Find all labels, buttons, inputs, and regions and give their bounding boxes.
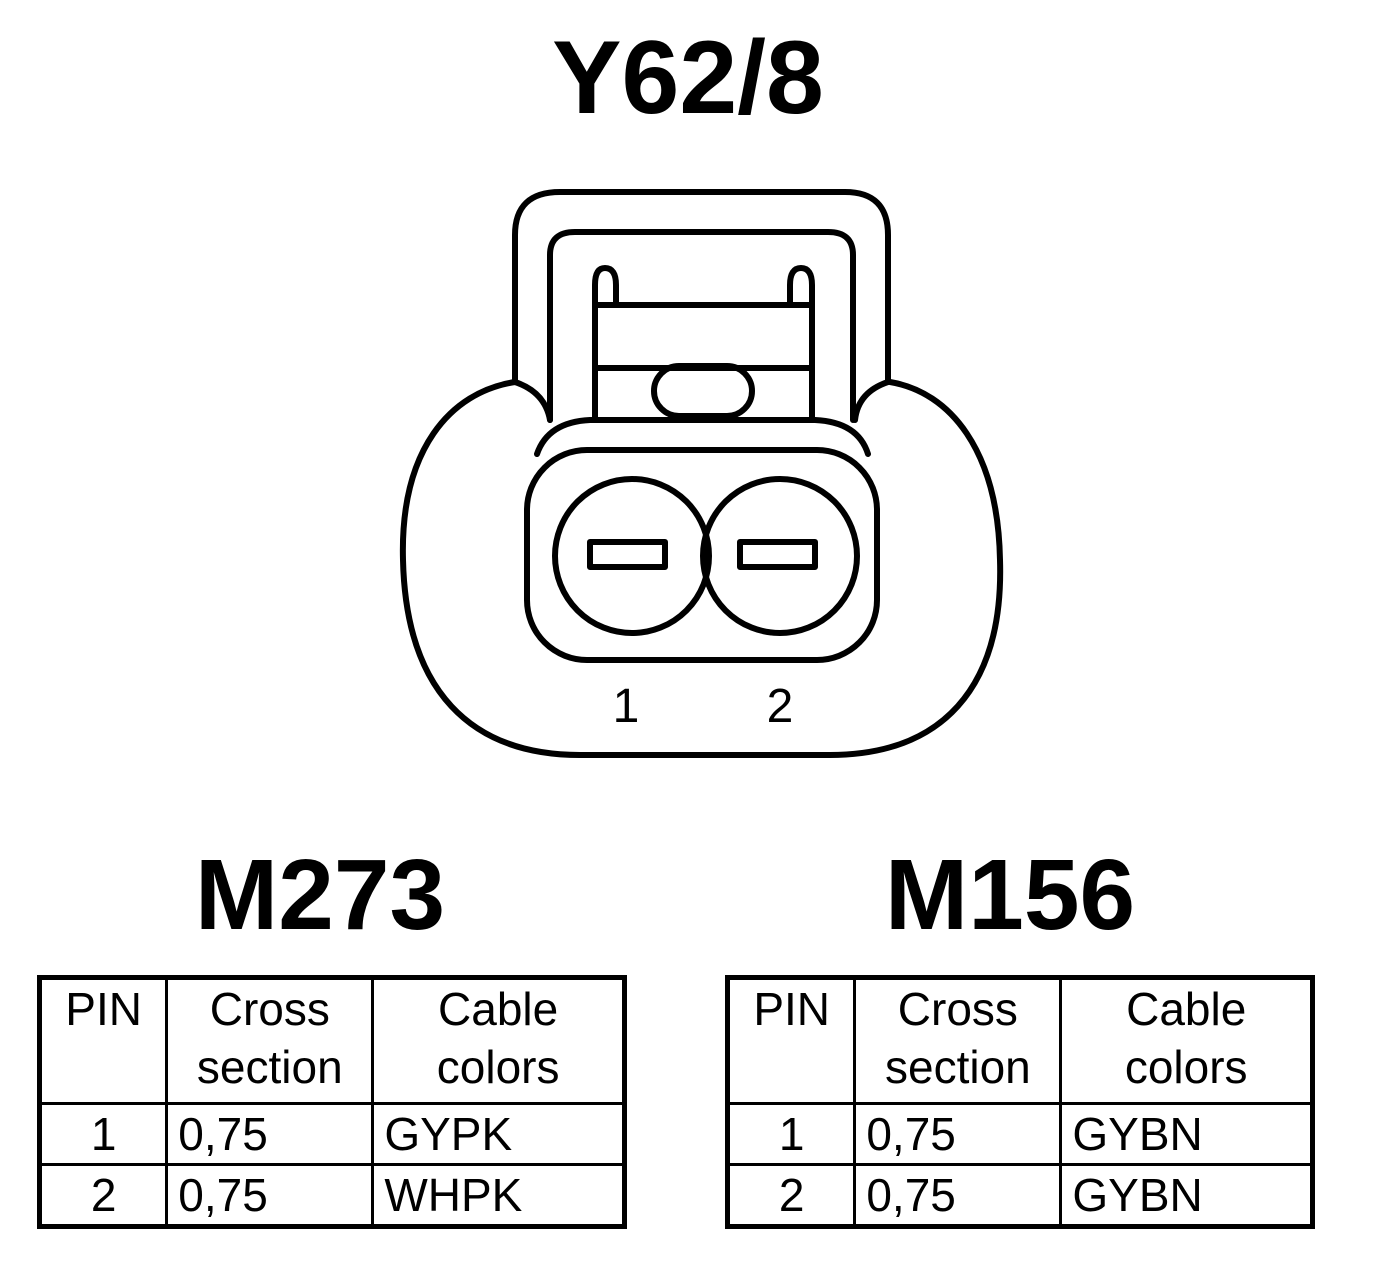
latch-button <box>651 363 755 419</box>
cell-pin: 2 <box>37 1163 169 1228</box>
table-header-row: PIN Cross section Cable colors <box>725 976 1314 1105</box>
cell-pin: 2 <box>725 1163 857 1228</box>
pin-recess <box>524 447 880 663</box>
cell-pin: 1 <box>725 1102 857 1166</box>
header-pin: PIN <box>37 976 169 1105</box>
header-cable-colors: Cable colors <box>371 976 626 1105</box>
connector-housing <box>399 379 1004 758</box>
cell-cable-color: GYBN <box>1059 1163 1314 1228</box>
header-cross-section: Cross section <box>853 976 1063 1105</box>
header-pin: PIN <box>725 976 857 1105</box>
table-row: 2 0,75 GYBN <box>725 1163 1314 1228</box>
engine-title-m156: M156 <box>884 839 1136 951</box>
cell-pin: 1 <box>37 1102 169 1166</box>
connector-title: Y62/8 <box>552 20 824 136</box>
connector-diagram: 1 2 <box>399 189 1004 758</box>
header-cable-colors: Cable colors <box>1059 976 1314 1105</box>
table-row: 1 0,75 GYPK <box>37 1102 626 1166</box>
cell-cable-color: GYBN <box>1059 1102 1314 1166</box>
cell-cross-section: 0,75 <box>853 1102 1063 1166</box>
cell-cross-section: 0,75 <box>853 1163 1063 1228</box>
table-row: 1 0,75 GYBN <box>725 1102 1314 1166</box>
pin-label-1: 1 <box>613 680 640 733</box>
pin-cavity-2 <box>700 476 860 636</box>
pin-cavity-1 <box>552 476 712 636</box>
table-header-row: PIN Cross section Cable colors <box>37 976 626 1105</box>
latch-inner <box>547 229 856 423</box>
pin-terminal-2 <box>737 539 818 570</box>
cell-cross-section: 0,75 <box>165 1102 375 1166</box>
face-plate <box>534 417 871 457</box>
cell-cable-color: WHPK <box>371 1163 626 1228</box>
table-row: 2 0,75 WHPK <box>37 1163 626 1228</box>
wiring-table-m156: PIN Cross section Cable colors 1 0,75 GY… <box>725 975 1315 1229</box>
engine-title-m273: M273 <box>194 839 446 951</box>
wiring-table-m273: PIN Cross section Cable colors 1 0,75 GY… <box>37 975 627 1229</box>
header-cross-section: Cross section <box>165 976 375 1105</box>
cell-cross-section: 0,75 <box>165 1163 375 1228</box>
latch-outer <box>512 189 891 385</box>
pin-label-2: 2 <box>767 680 794 733</box>
pin-terminal-1 <box>587 539 668 570</box>
cell-cable-color: GYPK <box>371 1102 626 1166</box>
